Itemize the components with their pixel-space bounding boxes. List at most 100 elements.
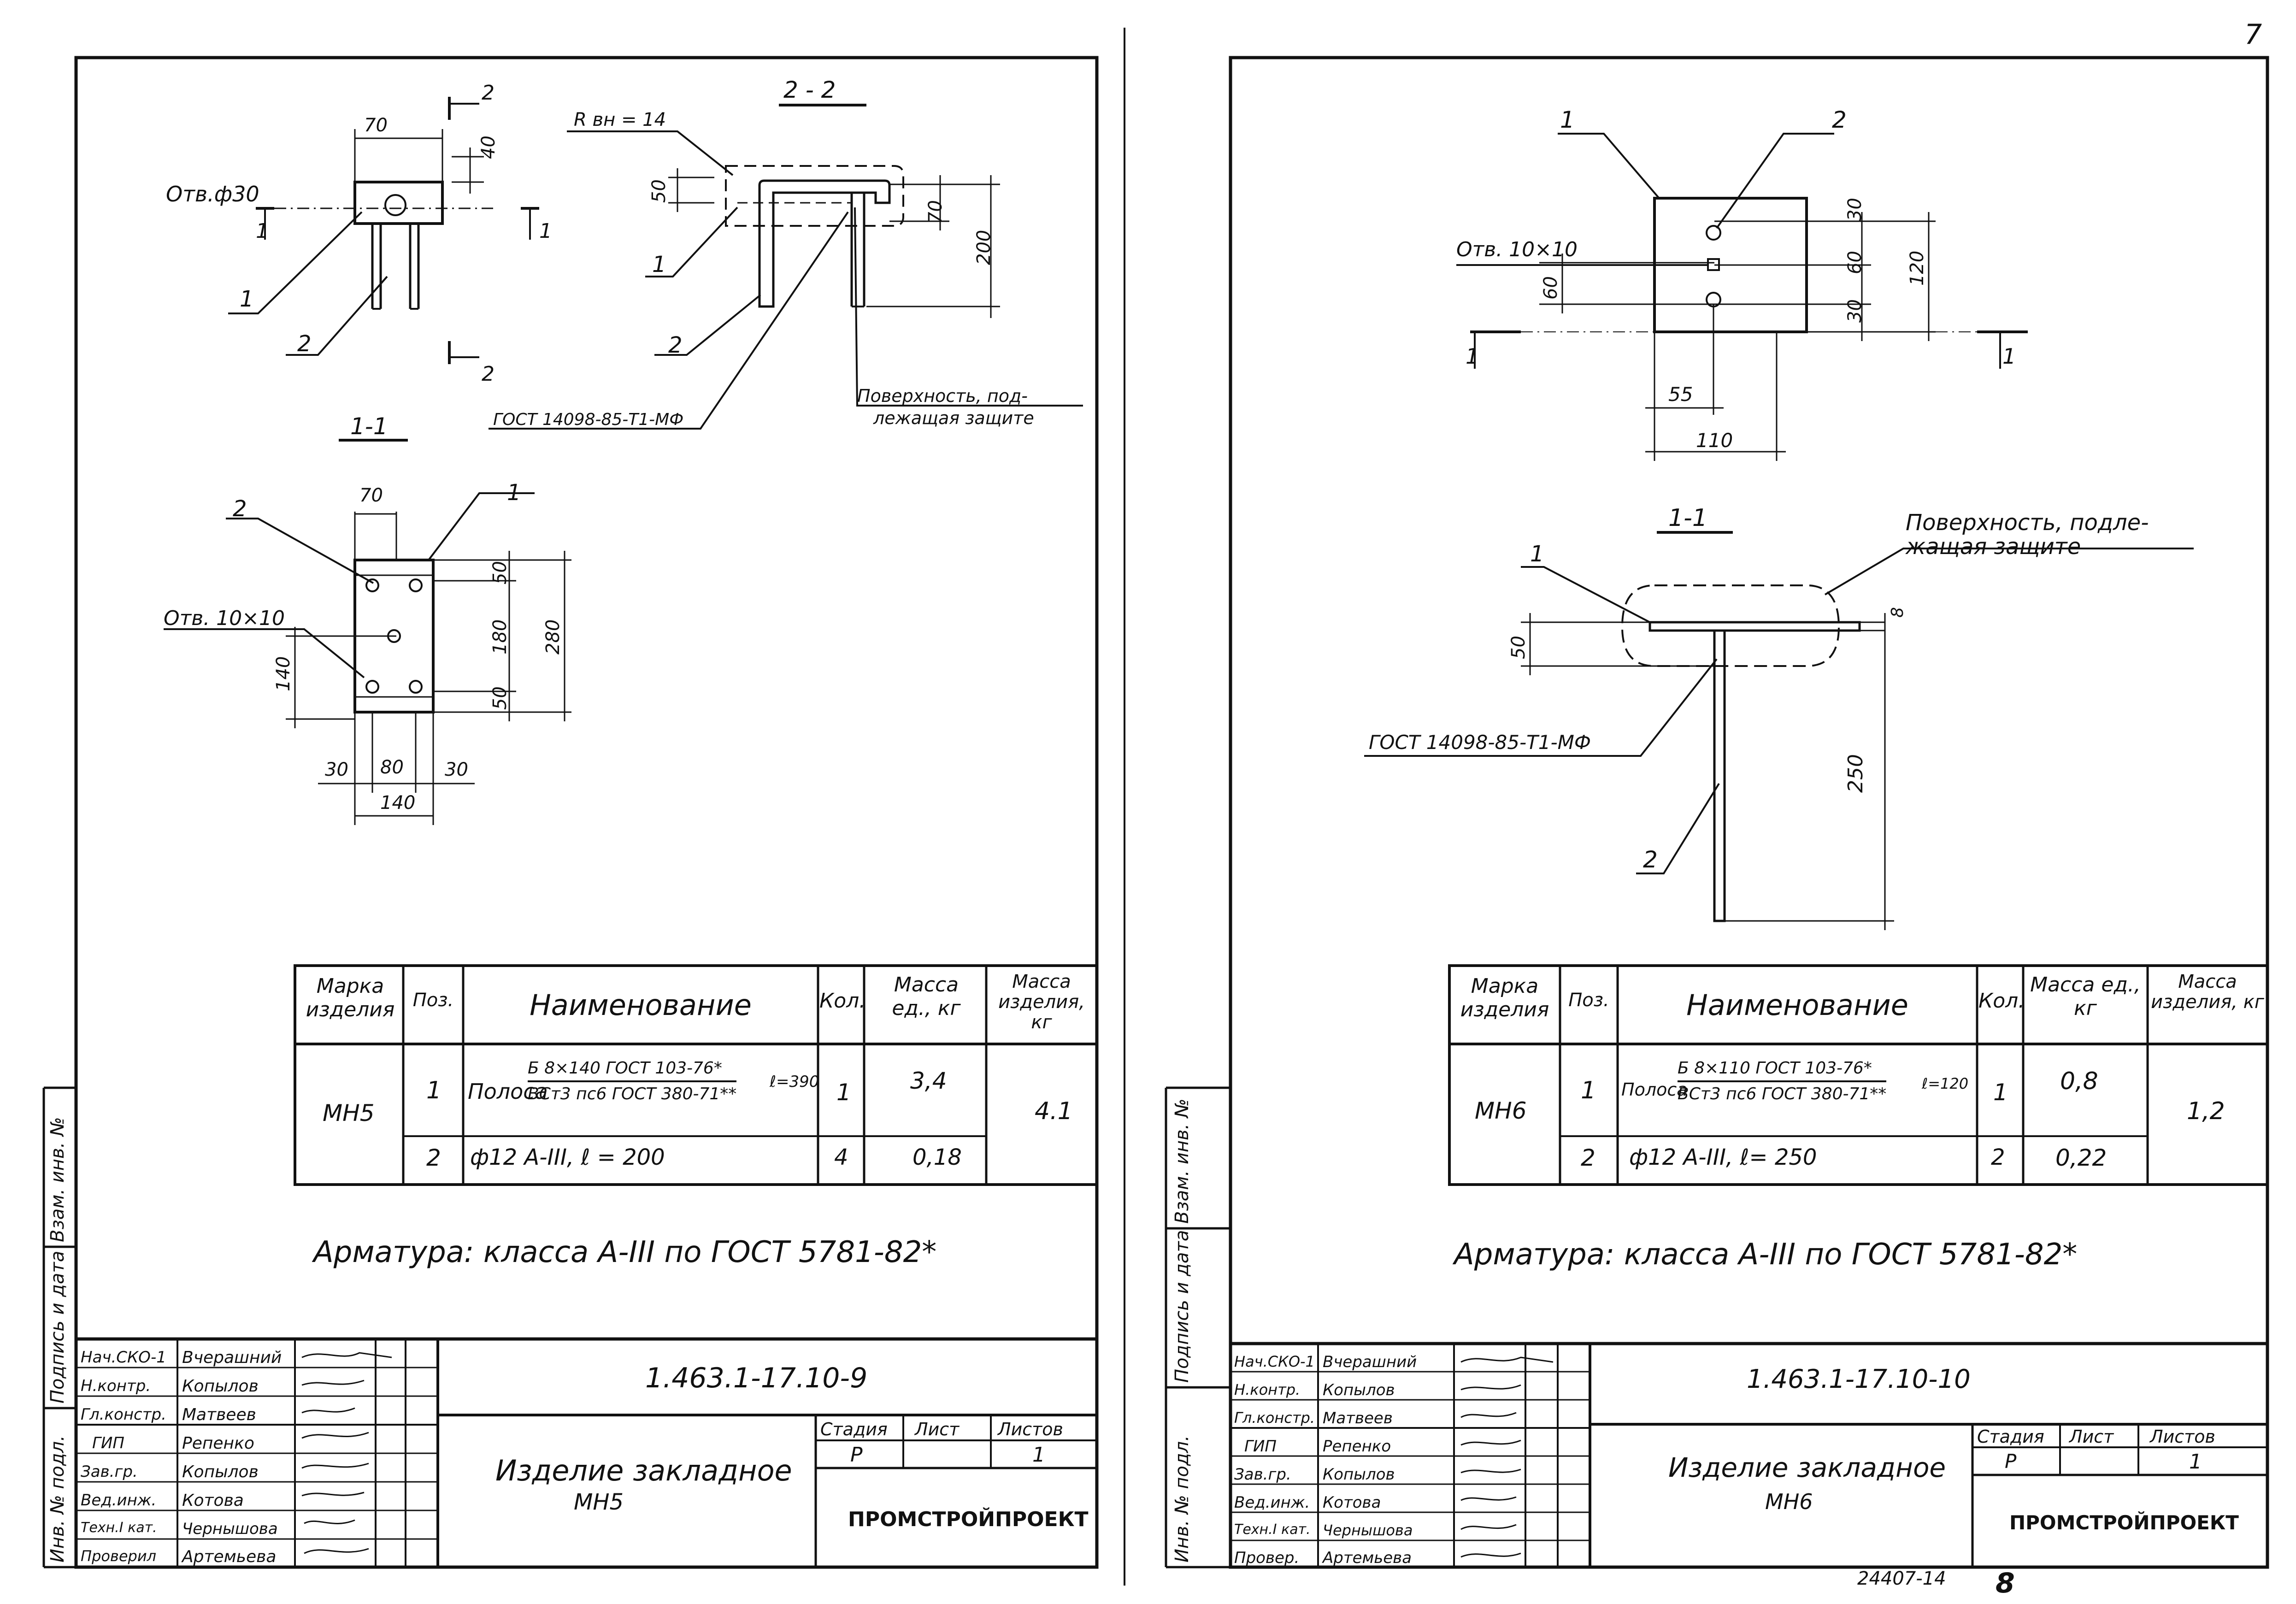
left-spec-row2-name: ф12 А-III, ℓ = 200 xyxy=(470,1144,665,1170)
right-role-6: Техн.I кат. xyxy=(1234,1521,1311,1538)
left-cut-2-top: 2 xyxy=(482,81,495,105)
left-s22-pos2: 2 xyxy=(668,332,683,358)
right-armature-note: Арматура: класса А-III по ГОСТ 5781-82* xyxy=(1454,1238,2078,1272)
left-hole-square-label: Отв. 10×10 xyxy=(164,607,285,630)
left-title-block-grid xyxy=(74,1337,1099,1569)
left-spec-header-unit-mass: Масса ед., кг xyxy=(892,973,961,1020)
left-role-5: Вед.инж. xyxy=(81,1491,157,1510)
left-s22-pos1: 1 xyxy=(652,252,666,277)
right-dim-30b: 30 xyxy=(1844,299,1866,323)
right-plan-pos1: 1 xyxy=(1560,106,1575,133)
left-stage-header: Стадия xyxy=(820,1419,888,1439)
left-dim-180-s11: 180 xyxy=(489,619,511,655)
left-stamp-inv-podl: Инв. № подл. xyxy=(47,1435,68,1563)
left-name-3: Репенко xyxy=(182,1434,254,1453)
right-spec-table-grid xyxy=(1448,964,2269,1186)
left-stamp-signature-date: Подпись и дата xyxy=(47,1250,68,1404)
left-section-1-1-title: 1-1 xyxy=(350,413,388,440)
left-spec-row1-fraction: Б 8×140 ГОСТ 103-76* ВСт3 пс6 ГОСТ 380-7… xyxy=(528,1060,737,1103)
right-cut-1-right: 1 xyxy=(2002,344,2016,369)
left-spec-table-grid xyxy=(294,964,1098,1186)
right-surface-note-line1: Поверхность, подле- xyxy=(1906,510,2149,536)
left-dim-50-s22: 50 xyxy=(648,179,670,203)
right-sheet-frame xyxy=(1165,56,2269,1569)
left-s11-pos2: 2 xyxy=(233,496,247,522)
right-dim-30a: 30 xyxy=(1844,198,1866,221)
left-spec-row1-qty: 1 xyxy=(836,1079,851,1106)
left-radius-label: R вн = 14 xyxy=(574,109,666,130)
left-role-4: Зав.гр. xyxy=(81,1462,138,1481)
left-name-1: Копылов xyxy=(182,1377,259,1396)
right-dim-8: 8 xyxy=(1888,607,1907,618)
left-name-4: Копылов xyxy=(182,1462,259,1481)
right-name-5: Котова xyxy=(1323,1493,1381,1512)
left-signatures xyxy=(301,1352,392,1554)
right-dim-60: 60 xyxy=(1844,251,1866,274)
left-sheet-header: Лист xyxy=(915,1419,960,1439)
left-dim-50b-s11: 50 xyxy=(489,686,511,710)
right-weld-label: ГОСТ 14098-85-Т1-МФ xyxy=(1369,731,1591,754)
right-spec-row1-unit-mass: 0,8 xyxy=(2060,1067,2098,1095)
left-sheets-value: 1 xyxy=(1032,1443,1045,1467)
right-spec-row1-qty: 1 xyxy=(1993,1079,2008,1106)
left-dim-200-s22: 200 xyxy=(973,230,995,265)
left-section-2-2 xyxy=(489,104,1083,430)
right-name-4: Копылов xyxy=(1323,1465,1395,1484)
left-role-3: ГИП xyxy=(92,1434,124,1452)
left-section-1-1 xyxy=(164,439,571,825)
left-stage-value: Р xyxy=(850,1443,863,1467)
right-dim-120: 120 xyxy=(1907,250,1928,286)
right-spec-row2-unit-mass: 0,22 xyxy=(2055,1144,2107,1171)
right-spec-header-total-mass: Масса изделия, кг xyxy=(2151,971,2264,1013)
left-dim-30a-s11: 30 xyxy=(325,759,348,780)
left-stamp-vzam-inv: Взам. инв. № xyxy=(47,1117,68,1242)
right-plan-view xyxy=(1456,133,2028,461)
left-surface-note-line1: Поверхность, под- xyxy=(857,386,1028,406)
right-sheets-value: 1 xyxy=(2189,1450,2202,1474)
left-dim-280-s11: 280 xyxy=(542,619,564,655)
right-sheet-header: Лист xyxy=(2069,1427,2114,1447)
right-sheets-header: Листов xyxy=(2150,1427,2215,1447)
right-spec-row1-den: ВСт3 пс6 ГОСТ 380-71** xyxy=(1678,1085,1887,1103)
right-spec-header-pos: Поз. xyxy=(1568,990,1609,1011)
left-name-6: Чернышова xyxy=(182,1520,278,1538)
left-dim-50a-s11: 50 xyxy=(489,561,511,584)
right-role-4: Зав.гр. xyxy=(1234,1465,1291,1484)
right-dim-55: 55 xyxy=(1668,383,1693,406)
right-spec-row2-qty: 2 xyxy=(1991,1144,2005,1170)
right-cut-1-left: 1 xyxy=(1466,344,1479,369)
left-dim-40: 40 xyxy=(478,136,499,159)
left-drawing-code: 1.463.1-17.10-9 xyxy=(645,1362,868,1394)
left-role-2: Гл.констр. xyxy=(81,1405,166,1424)
right-dim-110: 110 xyxy=(1696,429,1733,452)
right-drawing-code: 1.463.1-17.10-10 xyxy=(1747,1364,1971,1394)
left-surface-note-line2: лежащая защите xyxy=(873,408,1034,428)
right-stamp-inv-podl: Инв. № подл. xyxy=(1172,1435,1193,1563)
left-section-2-2-title: 2 - 2 xyxy=(783,77,836,103)
right-name-1: Копылов xyxy=(1323,1381,1395,1399)
page-number: 7 xyxy=(2244,18,2262,51)
left-spec-row1-num: Б 8×140 ГОСТ 103-76* xyxy=(528,1060,737,1082)
left-spec-header-total-mass: Масса изделия, кг xyxy=(998,971,1085,1033)
left-sheets-header: Листов xyxy=(998,1419,1063,1439)
right-spec-row1-prefix: Полоса xyxy=(1621,1079,1688,1100)
left-dim-70-s11: 70 xyxy=(359,485,383,506)
right-spec-row1-pos: 1 xyxy=(1581,1077,1596,1104)
right-name-6: Чернышова xyxy=(1323,1521,1413,1539)
right-s11-pos1: 1 xyxy=(1530,541,1544,567)
right-spec-row1-num: Б 8×110 ГОСТ 103-76* xyxy=(1678,1060,1887,1082)
right-role-7: Провер. xyxy=(1234,1549,1300,1567)
right-title-line1: Изделие закладное xyxy=(1668,1452,1946,1483)
right-signatures xyxy=(1460,1356,1554,1558)
left-spec-row2-pos: 2 xyxy=(426,1144,441,1171)
left-spec-row1-den: ВСт3 пс6 ГОСТ 380-71** xyxy=(528,1085,737,1103)
right-spec-header-name: Наименование xyxy=(1686,988,1908,1022)
left-spec-total-mass: 4.1 xyxy=(1035,1097,1073,1125)
right-dim-50: 50 xyxy=(1508,636,1529,659)
left-spec-mark: МН5 xyxy=(323,1100,375,1126)
right-role-0: Нач.СКО-1 xyxy=(1234,1353,1315,1370)
left-dim-80-s11: 80 xyxy=(380,757,404,778)
right-title-line2: МН6 xyxy=(1765,1489,1813,1514)
